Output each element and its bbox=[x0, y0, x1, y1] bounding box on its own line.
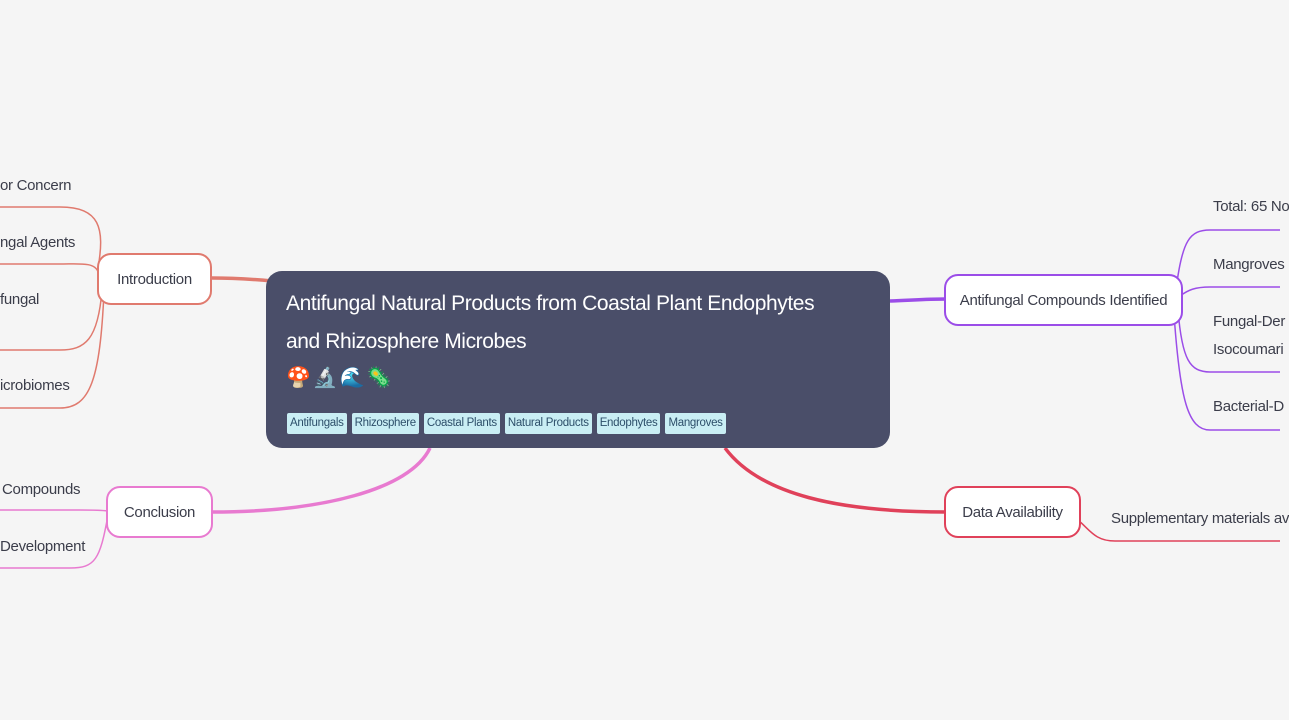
compounds-child-2[interactable]: Mangroves bbox=[1213, 256, 1285, 273]
data-availability-child-1[interactable]: Supplementary materials av bbox=[1111, 510, 1289, 527]
introduction-node[interactable]: Introduction bbox=[97, 253, 212, 305]
introduction-child-3[interactable]: fungal bbox=[0, 291, 40, 308]
central-title: Antifungal Natural Products from Coastal… bbox=[286, 292, 815, 353]
compounds-child-4[interactable]: Bacterial-D bbox=[1213, 398, 1284, 415]
connector-intro-child-3 bbox=[0, 289, 103, 351]
data-availability-node[interactable]: Data Availability bbox=[944, 486, 1081, 538]
compounds-child-3[interactable]: Fungal-Der bbox=[1213, 313, 1286, 330]
tag-list: Antifungals Rhizosphere Coastal Plants N… bbox=[287, 413, 726, 434]
tag-natural-products[interactable]: Natural Products bbox=[504, 413, 592, 434]
tag-rhizosphere[interactable]: Rhizosphere bbox=[351, 413, 419, 434]
connector-intro-child-1 bbox=[0, 206, 102, 269]
connector-central-conclusion bbox=[211, 447, 432, 514]
connector-central-compounds bbox=[889, 297, 947, 303]
introduction-child-2[interactable]: ngal Agents bbox=[0, 234, 76, 251]
connector-intro-child-4 bbox=[0, 291, 105, 409]
connector-data-child-1 bbox=[1077, 519, 1280, 542]
connector-intro-child-2 bbox=[0, 263, 99, 273]
connector-comp-child-2 bbox=[1179, 286, 1280, 297]
connector-central-data bbox=[723, 446, 947, 514]
tag-mangroves[interactable]: Mangroves bbox=[665, 413, 726, 434]
connector-central-introduction bbox=[211, 276, 273, 283]
connector-concl-child-2 bbox=[0, 514, 109, 569]
central-emoji-icons: 🍄🔬🌊🦠 bbox=[286, 367, 394, 389]
compounds-child-3b[interactable]: Isocoumari bbox=[1213, 341, 1284, 358]
compounds-child-1[interactable]: Total: 65 No bbox=[1213, 198, 1289, 215]
conclusion-child-2[interactable]: Development bbox=[0, 538, 86, 555]
tag-antifungals[interactable]: Antifungals bbox=[287, 413, 347, 434]
connector-concl-child-1 bbox=[0, 509, 109, 512]
tag-endophytes[interactable]: Endophytes bbox=[596, 413, 661, 434]
connector-comp-child-1 bbox=[1175, 229, 1280, 291]
conclusion-child-1[interactable]: Compounds bbox=[2, 481, 81, 498]
central-topic[interactable]: Antifungal Natural Products from Coastal… bbox=[266, 271, 890, 448]
connector-comp-child-4 bbox=[1173, 313, 1280, 431]
connector-comp-child-3 bbox=[1177, 309, 1280, 373]
introduction-child-4[interactable]: icrobiomes bbox=[0, 377, 70, 394]
antifungal-compounds-node[interactable]: Antifungal Compounds Identified bbox=[944, 274, 1183, 326]
conclusion-node[interactable]: Conclusion bbox=[106, 486, 213, 538]
tag-coastal-plants[interactable]: Coastal Plants bbox=[423, 413, 500, 434]
introduction-child-1[interactable]: or Concern bbox=[0, 177, 72, 194]
